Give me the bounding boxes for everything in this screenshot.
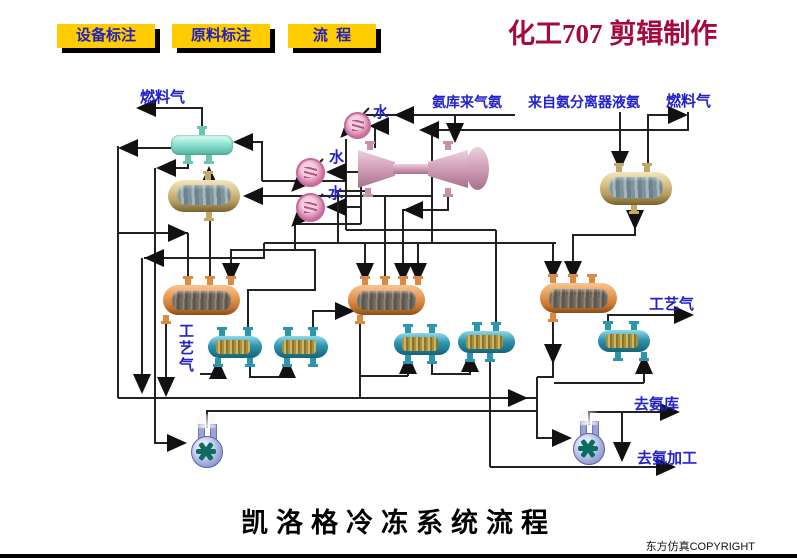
label-liquid-ammonia-from-separator: 来自氨分离器液氨 xyxy=(528,94,640,110)
label-water-3: 水 xyxy=(328,185,344,202)
label-ammonia-gas-from-storage: 氨库来气氨 xyxy=(432,94,502,110)
chiller1-nozzle xyxy=(213,358,223,367)
water-cooler-3 xyxy=(296,193,325,222)
credit-text: 化工707 剪辑制作 xyxy=(508,19,718,49)
flash-drum-2 xyxy=(348,285,425,315)
label-fuel-gas-left: 燃料气 xyxy=(140,89,186,106)
drum2-nozzle xyxy=(413,276,423,285)
separator-nozzle-bottom xyxy=(204,212,214,221)
compressor-nozzle-1 xyxy=(365,141,375,150)
chiller3-nozzle xyxy=(403,324,413,333)
drum2-nozzle xyxy=(360,276,370,285)
receiver-nozzle-bottom xyxy=(629,205,639,214)
label-to-ammonia-processing: 去氨加工 xyxy=(637,450,698,467)
chiller-2 xyxy=(274,336,328,358)
ammonia-pump-1 xyxy=(191,414,225,468)
drum3-nozzle xyxy=(568,274,578,283)
chiller2-nozzle xyxy=(282,358,292,367)
label-to-ammonia-storage: 去氨库 xyxy=(634,396,680,413)
drum1-nozzle-bottom xyxy=(161,315,171,324)
water-cooler-2 xyxy=(296,158,325,187)
drum2-nozzle xyxy=(380,276,390,285)
chiller1-nozzle xyxy=(245,358,255,367)
chiller5-nozzle xyxy=(613,352,623,361)
chiller-4 xyxy=(458,331,515,353)
compressor-nozzle-2 xyxy=(443,141,453,150)
chiller5-nozzle xyxy=(639,352,649,361)
chiller-5 xyxy=(598,330,650,352)
process-button[interactable]: 流 程 xyxy=(288,24,376,48)
device-label-button[interactable]: 设备标注 xyxy=(57,24,155,48)
pump-spray xyxy=(196,414,216,428)
chiller4-nozzle xyxy=(491,322,501,331)
receiver-nozzle-top-1 xyxy=(614,163,624,172)
drum3-nozzle xyxy=(548,274,558,283)
flash-drum-3 xyxy=(540,283,617,313)
fuel-gas-heat-exchanger xyxy=(171,135,233,155)
label-process-gas-right: 工艺气 xyxy=(649,296,695,313)
compressor-end-bell xyxy=(466,147,489,190)
receiver-nozzle-top-2 xyxy=(642,163,652,172)
drum1-nozzle xyxy=(226,276,236,285)
drum3-nozzle-bottom xyxy=(548,313,558,322)
ammonia-separator-drum xyxy=(168,180,240,212)
exchanger-nozzle-top xyxy=(197,126,207,135)
drum1-nozzle xyxy=(183,276,193,285)
diagram-title: 凯洛格冷冻系统流程 xyxy=(241,508,556,538)
label-water-2: 水 xyxy=(329,149,345,166)
chiller3-nozzle xyxy=(427,324,437,333)
drum2-nozzle-bottom xyxy=(355,315,365,324)
chiller-1 xyxy=(208,336,262,358)
pump-spray xyxy=(578,411,598,425)
separator-nozzle-top xyxy=(203,171,213,180)
chiller1-nozzle xyxy=(217,327,227,336)
water-cooler-1 xyxy=(344,112,371,139)
drum3-nozzle xyxy=(587,274,597,283)
label-fuel-gas-right: 燃料气 xyxy=(666,93,712,110)
chiller-3 xyxy=(394,333,450,355)
drum2-nozzle xyxy=(398,276,408,285)
compressor-nozzle-4 xyxy=(443,188,453,197)
chiller3-nozzle xyxy=(403,355,413,364)
flash-drum-1 xyxy=(163,285,240,315)
ammonia-pump-2 xyxy=(573,411,607,465)
label-water-1: 水 xyxy=(373,104,389,121)
chiller4-nozzle xyxy=(472,322,482,331)
label-process-gas-left: 工艺气 xyxy=(179,323,195,374)
exchanger-nozzle-bottom-1 xyxy=(183,155,193,164)
compressor-nozzle-3 xyxy=(363,188,373,197)
chiller4-nozzle xyxy=(485,353,495,362)
bottom-border xyxy=(0,554,797,558)
chiller2-nozzle xyxy=(308,358,318,367)
chiller2-nozzle xyxy=(308,327,318,336)
compressor-shaft xyxy=(393,164,430,174)
copyright-text: 东方仿真COPYRIGHT xyxy=(645,541,755,553)
chiller1-nozzle xyxy=(243,327,253,336)
material-label-button[interactable]: 原料标注 xyxy=(172,24,270,48)
exchanger-nozzle-bottom-2 xyxy=(204,155,214,164)
chiller3-nozzle xyxy=(427,355,437,364)
chiller5-nozzle xyxy=(629,321,639,330)
ammonia-receiver-drum xyxy=(600,172,672,205)
chiller2-nozzle xyxy=(283,327,293,336)
chiller4-nozzle xyxy=(465,353,475,362)
chiller5-nozzle xyxy=(603,321,613,330)
drum1-nozzle xyxy=(205,276,215,285)
